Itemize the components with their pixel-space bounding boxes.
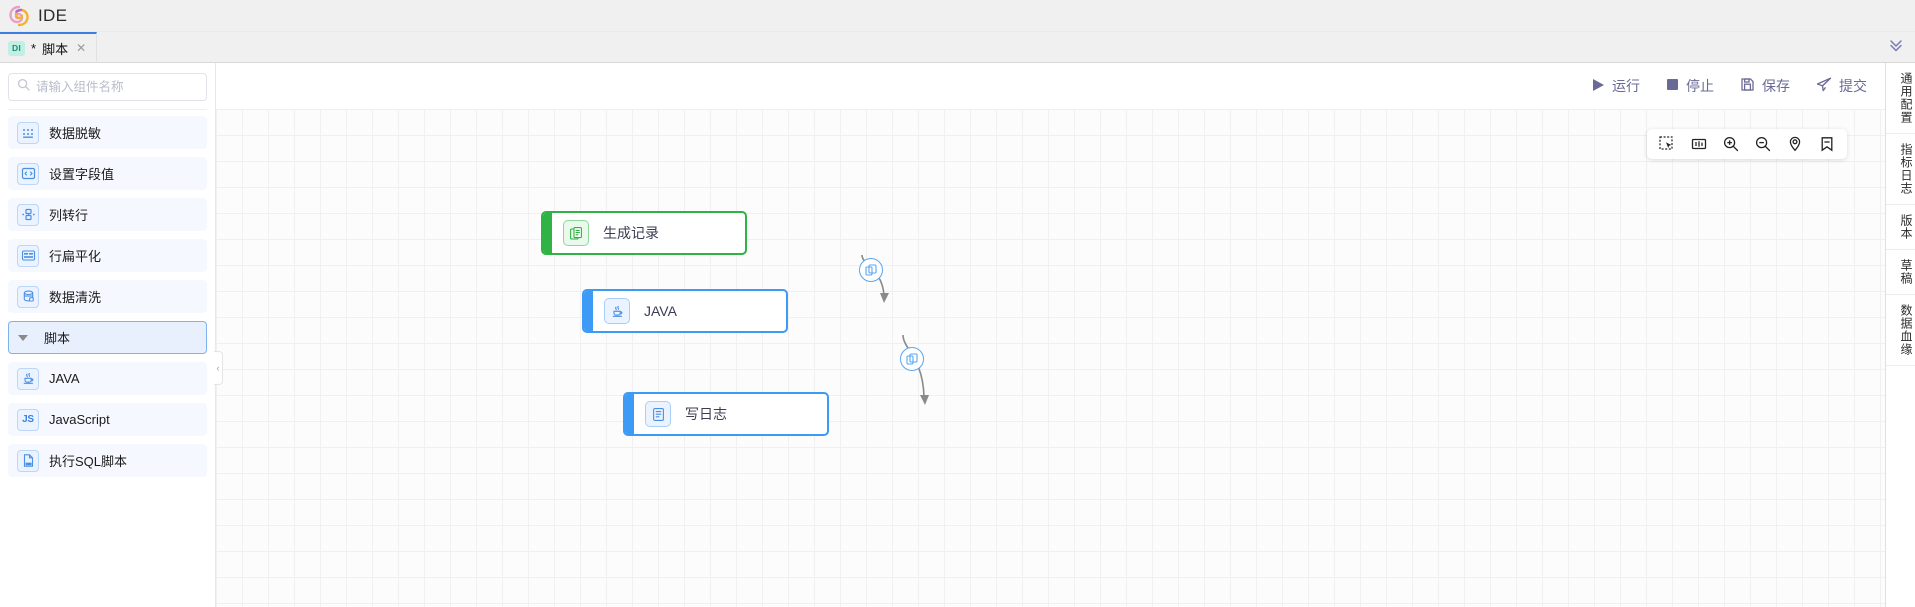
palette-group-label: 脚本 — [44, 331, 71, 346]
palette-item-javascript[interactable]: JS JavaScript — [8, 403, 207, 436]
swirl-logo-icon — [8, 5, 30, 27]
palette-divider — [8, 109, 207, 110]
node-content: JAVA — [593, 298, 677, 324]
node-label: JAVA — [644, 303, 677, 319]
js-icon: JS — [17, 408, 39, 431]
flow-node-write-log[interactable]: 写日志 — [623, 392, 829, 436]
submit-button-label: 提交 — [1839, 78, 1867, 94]
search-box[interactable] — [8, 73, 207, 101]
palette-list: 数据脱敏 设置字段值 — [0, 107, 215, 607]
palette-item-label: 行扁平化 — [49, 249, 102, 264]
palette-item-label: JAVA — [49, 371, 80, 386]
palette-item-label: 执行SQL脚本 — [49, 454, 128, 469]
search-icon — [17, 78, 30, 96]
database-clean-icon — [17, 285, 39, 308]
play-icon — [1592, 78, 1605, 95]
palette-item-label: 数据脱敏 — [49, 126, 102, 141]
flow-node-generate-record[interactable]: 生成记录 — [541, 211, 747, 255]
bookmark-icon[interactable] — [1819, 136, 1835, 152]
palette-search-wrap — [0, 63, 215, 107]
submit-button[interactable]: 提交 — [1816, 76, 1867, 96]
select-marquee-icon[interactable] — [1659, 136, 1675, 152]
caret-down-icon — [18, 334, 28, 341]
palette-item-data-clean[interactable]: 数据清洗 — [8, 280, 207, 313]
palette-item-label: 设置字段值 — [49, 167, 115, 182]
node-accent-bar — [543, 213, 552, 253]
flatten-rows-icon — [17, 244, 39, 267]
palette-item-java[interactable]: JAVA — [8, 362, 207, 395]
java-icon — [604, 298, 630, 324]
palette-item-label: 列转行 — [49, 208, 89, 223]
tab-strip-actions — [1887, 32, 1915, 62]
canvas-area: 运行 停止 保存 — [216, 63, 1885, 607]
rail-tab-draft[interactable]: 草稿 — [1886, 250, 1915, 295]
zoom-out-icon[interactable] — [1755, 136, 1771, 152]
pivot-icon — [17, 203, 39, 226]
app-bar: IDE — [0, 0, 1915, 32]
zoom-in-icon[interactable] — [1723, 136, 1739, 152]
stop-icon — [1666, 78, 1679, 94]
close-icon[interactable]: ✕ — [76, 41, 87, 55]
right-tab-rail: 通用配置 指标日志 版本 草稿 数据血缘 — [1885, 63, 1915, 607]
component-palette: 数据脱敏 设置字段值 — [0, 63, 223, 607]
tab-strip: DI * 脚本 ✕ — [0, 32, 1915, 63]
code-brackets-icon — [17, 162, 39, 185]
palette-group-script[interactable]: 脚本 — [8, 321, 207, 354]
flow-edges — [861, 254, 929, 405]
palette-item-pivot[interactable]: 列转行 — [8, 198, 207, 231]
tab-script[interactable]: DI * 脚本 ✕ — [0, 32, 98, 62]
flow-node-java[interactable]: JAVA — [582, 289, 788, 333]
palette-item-label: 数据清洗 — [49, 290, 102, 305]
tab-type-badge: DI — [8, 40, 25, 56]
mask-data-icon — [17, 121, 39, 144]
node-content: 写日志 — [634, 401, 727, 427]
palette-item-run-sql-script[interactable]: 执行SQL脚本 — [8, 444, 207, 477]
palette-item-flatten-rows[interactable]: 行扁平化 — [8, 239, 207, 272]
tab-label: 脚本 — [42, 41, 69, 57]
node-accent-bar — [625, 394, 634, 434]
generate-record-icon — [563, 220, 589, 246]
stop-button-label: 停止 — [1686, 78, 1714, 94]
node-label: 写日志 — [685, 406, 727, 422]
main-body: 数据脱敏 设置字段值 — [0, 63, 1915, 607]
java-icon — [17, 367, 39, 390]
save-icon — [1740, 77, 1755, 95]
fit-view-icon[interactable] — [1691, 136, 1707, 152]
chevron-left-icon: ‹ — [216, 363, 220, 373]
search-input[interactable] — [36, 80, 198, 94]
flow-canvas[interactable]: 生成记录 JAVA — [216, 109, 1885, 607]
sql-file-icon — [17, 449, 39, 472]
chevron-double-down-icon[interactable] — [1887, 36, 1905, 59]
save-button[interactable]: 保存 — [1740, 76, 1790, 96]
run-button-label: 运行 — [1612, 78, 1640, 94]
stop-button[interactable]: 停止 — [1666, 76, 1714, 96]
rail-tab-version[interactable]: 版本 — [1886, 205, 1915, 250]
app-title: IDE — [38, 5, 68, 25]
palette-collapse-handle[interactable]: ‹ — [214, 351, 223, 385]
palette-item-data-mask[interactable]: 数据脱敏 — [8, 116, 207, 149]
send-icon — [1816, 77, 1832, 95]
palette-item-label: JavaScript — [49, 412, 110, 427]
node-content: 生成记录 — [552, 220, 659, 246]
rail-tab-general-config[interactable]: 通用配置 — [1886, 63, 1915, 134]
tab-dirty-marker: * — [31, 40, 37, 56]
canvas-toolbar — [1647, 129, 1847, 159]
write-log-icon — [645, 401, 671, 427]
edge-badge[interactable] — [900, 347, 924, 371]
node-accent-bar — [584, 291, 593, 331]
palette-item-set-field-value[interactable]: 设置字段值 — [8, 157, 207, 190]
edge-badge[interactable] — [859, 258, 883, 282]
run-button[interactable]: 运行 — [1592, 76, 1640, 96]
save-button-label: 保存 — [1762, 78, 1790, 94]
rail-tab-metric-log[interactable]: 指标日志 — [1886, 134, 1915, 205]
rail-tab-data-lineage[interactable]: 数据血缘 — [1886, 295, 1915, 366]
editor-action-bar: 运行 停止 保存 — [216, 63, 1885, 109]
locate-icon[interactable] — [1787, 136, 1803, 152]
node-label: 生成记录 — [603, 225, 659, 241]
